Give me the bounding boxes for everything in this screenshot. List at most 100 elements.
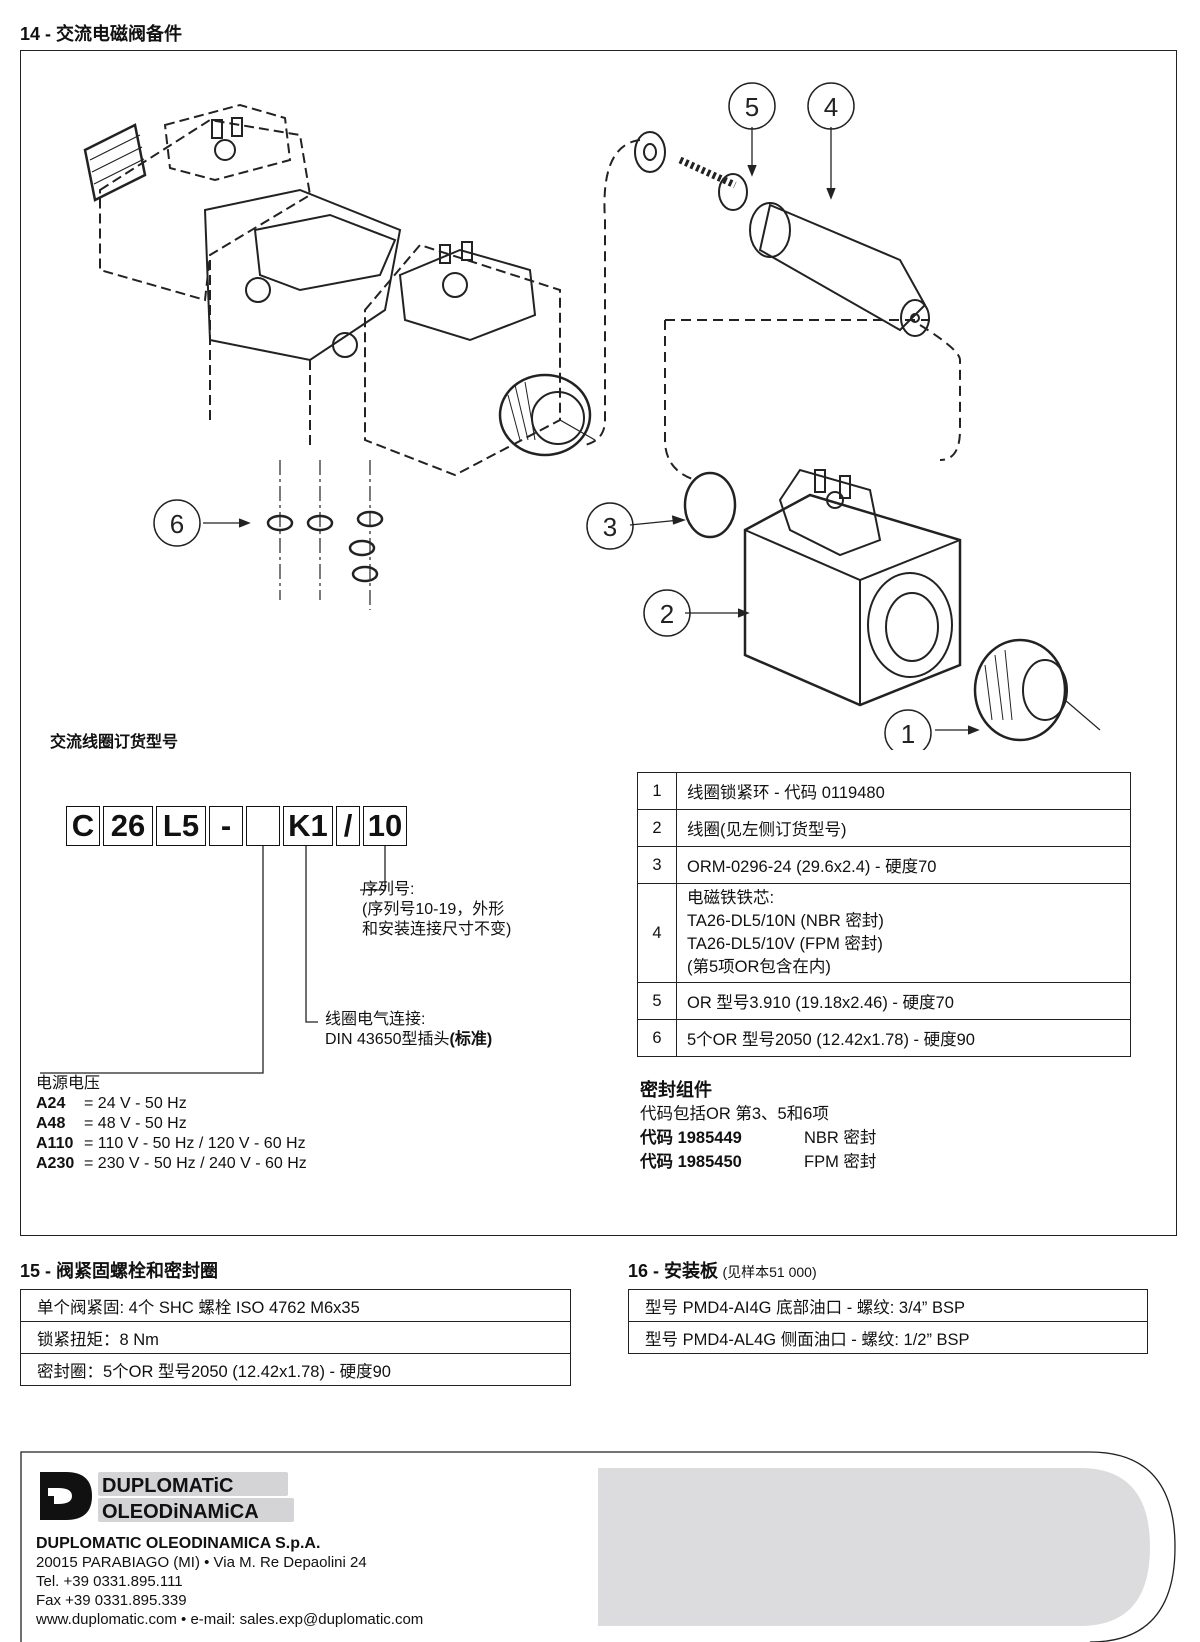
left-solenoid [83,103,312,302]
voltage-desc: = 48 V - 50 Hz [84,1115,187,1132]
footer-grey-panel [598,1468,1150,1626]
o-rings-6 [266,510,384,583]
table-row: 4 电磁铁铁芯: TA26-DL5/10N (NBR 密封) TA26-DL5/… [637,883,1131,983]
coil [743,468,962,707]
part-desc-line: TA26-DL5/10N (NBR 密封) [687,912,884,930]
guide-line-coil [664,320,696,481]
table-cell: 型号 PMD4-AI4G 底部油口 - 螺纹: 3/4” BSP [628,1289,1148,1322]
voltage-row: A48 = 48 V - 50 Hz [36,1114,307,1134]
table-row: 型号 PMD4-AL4G 侧面油口 - 螺纹: 1/2” BSP [628,1321,1148,1354]
voltage-code: A110 [36,1135,74,1152]
voltage-row: A110 = 110 V - 50 Hz / 120 V - 60 Hz [36,1134,307,1154]
table-cell: 单个阀紧固: 4个 SHC 螺栓 ISO 4762 M6x35 [20,1289,571,1322]
table-cell: 型号 PMD4-AL4G 侧面油口 - 螺纹: 1/2” BSP [628,1321,1148,1354]
order-code-title: 交流线圈订货型号 [50,734,179,751]
voltage-desc: = 110 V - 50 Hz / 120 V - 60 Hz [84,1135,306,1152]
part-desc-line: (第5项OR包含在内) [687,958,831,976]
screw-axes [279,460,371,610]
part-desc: 线圈锁紧环 - 代码 0119480 [676,772,1131,810]
part-number: 3 [637,846,677,884]
order-code-box-serial: 10 [363,806,407,846]
order-code-box-connection: K1 [283,806,333,846]
part-desc-line: 电磁铁铁芯: [687,889,775,907]
core-tube [634,131,961,461]
section-15-table: 单个阀紧固: 4个 SHC 螺栓 ISO 4762 M6x35 锁紧扭矩：8 N… [20,1289,571,1386]
connection-label: 线圈电气连接: [325,1011,426,1028]
voltage-desc: = 24 V - 50 Hz [84,1095,187,1112]
lock-ring [973,638,1101,742]
part-desc: 线圈(见左侧订货型号) [676,809,1131,847]
serial-line-2: 和安装连接尺寸不变) [362,921,512,938]
logo-text-line2: OLEODiNAMiCA [102,1501,259,1523]
part-number: 5 [637,982,677,1020]
logo-text-line1: DUPLOMATiC [102,1475,233,1497]
order-code-box-dash: - [209,806,243,846]
section-16-heading: 16 - 安装板 (见样本51 000) [628,1257,817,1283]
footer-card-frame [20,1451,1176,1642]
seal-kit-code: 代码 1985449 [640,1129,742,1147]
company-fax: Fax +39 0331.895.339 [36,1592,187,1609]
seal-kit-title: 密封组件 [640,1080,712,1100]
table-cell: 密封圈：5个OR 型号2050 (12.42x1.78) - 硬度90 [20,1353,571,1386]
part-desc: 电磁铁铁芯: TA26-DL5/10N (NBR 密封) TA26-DL5/10… [676,883,1131,983]
part-number: 6 [637,1019,677,1057]
callout-5: 5 [745,92,759,122]
seal-kit-type: NBR 密封 [804,1129,877,1147]
part-number: 2 [637,809,677,847]
valve-body [203,188,402,450]
part-desc: 5个OR 型号2050 (12.42x1.78) - 硬度90 [676,1019,1131,1057]
connection-note: 线圈电气连接: DIN 43650型插头(标准) [325,1010,492,1050]
callout-circles [153,82,932,750]
section-16-title: 16 - 安装板 [628,1261,719,1281]
serial-label: 序列号: [362,881,415,898]
o-ring-3 [683,471,737,539]
connection-value: DIN 43650型插头(标准) [325,1030,492,1050]
voltage-code: A48 [36,1115,66,1132]
guide-line-core [584,139,641,446]
company-name: DUPLOMATIC OLEODINAMICA S.p.A. [36,1535,321,1552]
order-code-box-size: 26 [103,806,153,846]
section-16-note: (见样本51 000) [722,1264,817,1280]
part-desc: OR 型号3.910 (19.18x2.46) - 硬度70 [676,982,1131,1020]
order-code-box-voltage [246,806,280,846]
company-web: www.duplomatic.com • e-mail: sales.exp@d… [36,1611,424,1628]
connection-standard: (标准) [449,1031,493,1048]
callout-2: 2 [660,599,674,629]
voltage-list: 电源电压 A24= 24 V - 50 Hz A48= 48 V - 50 Hz… [36,1074,307,1174]
seal-kit-row: 代码 1985449 NBR 密封 [640,1126,876,1150]
exploded-view-drawing: 1 2 3 4 5 6 [83,82,1101,750]
section-16-table: 型号 PMD4-AI4G 底部油口 - 螺纹: 3/4” BSP 型号 PMD4… [628,1289,1148,1354]
serial-note: 序列号: (序列号10-19，外形 和安装连接尺寸不变) [362,880,511,940]
voltage-code: A24 [36,1095,66,1112]
section-14-title: 14 - 交流电磁阀备件 [20,24,183,44]
callout-1: 1 [901,719,915,749]
voltage-desc: = 230 V - 50 Hz / 240 V - 60 Hz [84,1155,307,1172]
order-code-box-series: C [66,806,100,846]
callout-4: 4 [824,92,838,122]
table-row: 锁紧扭矩：8 Nm [20,1321,571,1354]
serial-line-1: (序列号10-19，外形 [362,901,505,918]
section-15-title: 15 - 阀紧固螺栓和密封圈 [20,1261,219,1281]
part-number: 4 [637,883,677,983]
company-address: 20015 PARABIAGO (MI) • Via M. Re Depaoli… [36,1554,367,1571]
company-info: DUPLOMATIC OLEODINAMICA S.p.A. 20015 PAR… [36,1534,423,1629]
part-desc: ORM-0296-24 (29.6x2.4) - 硬度70 [676,846,1131,884]
table-row: 型号 PMD4-AI4G 底部油口 - 螺纹: 3/4” BSP [628,1289,1148,1322]
table-row: 单个阀紧固: 4个 SHC 螺栓 ISO 4762 M6x35 [20,1289,571,1322]
callout-arrows [203,127,980,735]
order-code-box-slash: / [336,806,360,846]
callout-3: 3 [603,512,617,542]
part-number: 1 [637,772,677,810]
order-code-leaders [40,846,386,1074]
callout-6: 6 [170,509,184,539]
voltage-row: A24 = 24 V - 50 Hz [36,1094,307,1114]
part-desc-line: TA26-DL5/10V (FPM 密封) [687,935,883,953]
right-solenoid [364,241,596,477]
table-cell: 锁紧扭矩：8 Nm [20,1321,571,1354]
